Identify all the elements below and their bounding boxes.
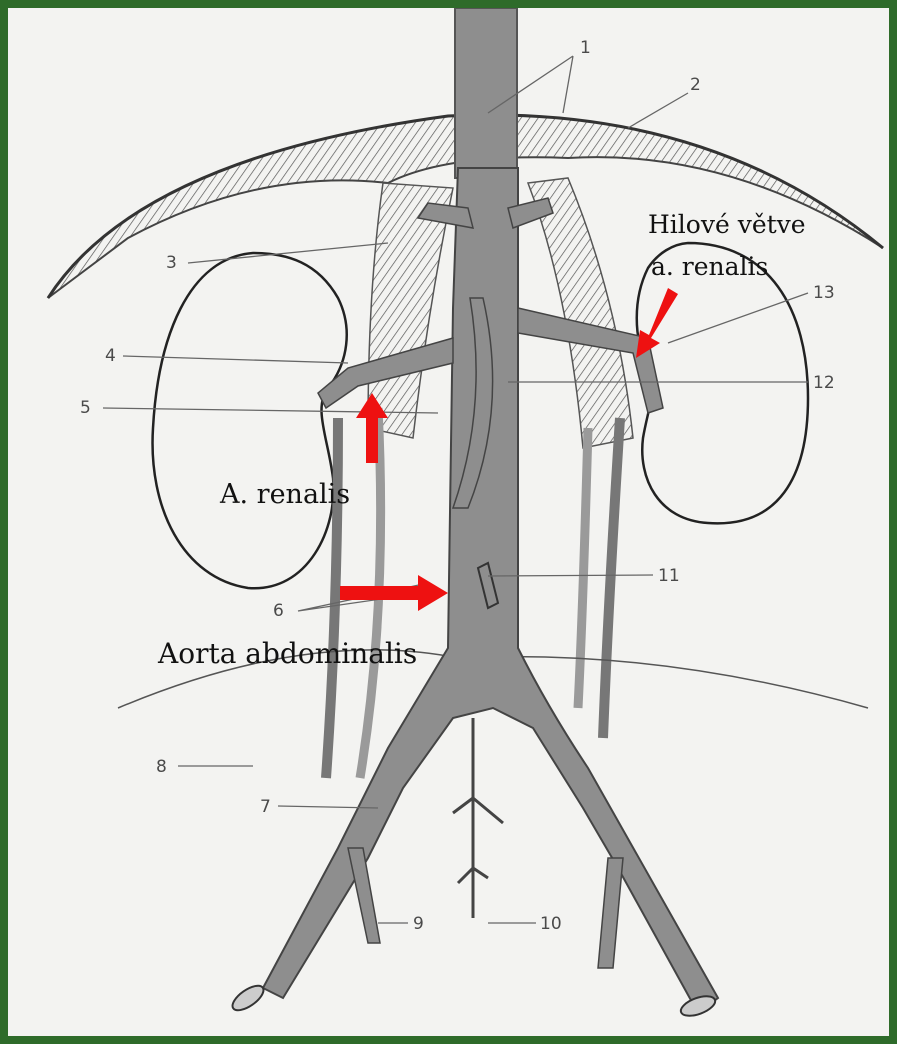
- label-11: 11: [658, 566, 680, 586]
- label-10: 10: [540, 914, 562, 934]
- label-5: 5: [80, 398, 91, 418]
- ureter-left: [603, 418, 620, 738]
- label-12: 12: [813, 373, 835, 393]
- iliac-interna-left: [598, 858, 623, 968]
- iliac-end-right: [229, 981, 268, 1015]
- annotation-hilove-line1: Hilové větve: [648, 210, 806, 239]
- arrow-aorta: [340, 575, 448, 611]
- label-1: 1: [580, 38, 591, 58]
- kidney-left: [637, 243, 808, 523]
- label-9: 9: [413, 914, 424, 934]
- label-8: 8: [156, 757, 167, 777]
- label-3: 3: [166, 253, 177, 273]
- label-13: 13: [813, 283, 835, 303]
- annotation-hilove-line2: a. renalis: [651, 252, 768, 281]
- gonadal-vein-left: [578, 428, 588, 708]
- diagram-frame: 1 2 3 4 5 6 7 8 9 10 11 12 13 Hilové vět…: [8, 8, 889, 1036]
- kidney-right: [153, 253, 347, 588]
- label-4: 4: [105, 346, 116, 366]
- a-sacralis-mediana: [453, 718, 503, 918]
- esophagus: [455, 8, 517, 178]
- label-2: 2: [690, 75, 701, 95]
- label-6: 6: [273, 601, 284, 621]
- anatomy-diagram: 1 2 3 4 5 6 7 8 9 10 11 12 13 Hilové vět…: [8, 8, 889, 1036]
- annotation-a-renalis: A. renalis: [219, 479, 350, 510]
- diaphragm-crus-left: [528, 178, 633, 448]
- label-7: 7: [260, 797, 271, 817]
- iliac-interna-right: [348, 848, 380, 943]
- annotation-aorta: Aorta abdominalis: [157, 637, 417, 670]
